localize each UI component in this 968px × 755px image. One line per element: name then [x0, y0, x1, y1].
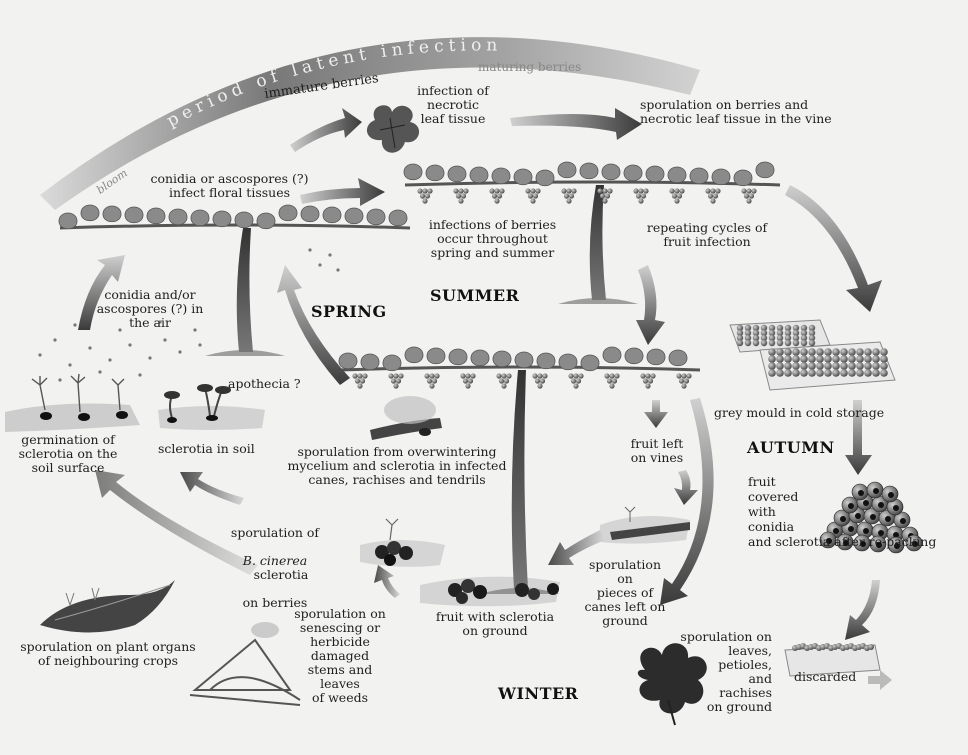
maturing-berries-label: maturing berries [478, 60, 581, 74]
sporulation-berries-vine-label: sporulation on berries and necrotic leaf… [640, 98, 832, 126]
bcinerea-prefix: sporulation of [231, 525, 319, 540]
discarded-label: discarded [794, 670, 856, 684]
weeds-label: sporulation on senescing or herbicide da… [290, 607, 390, 705]
neighbouring-crop-leaf-icon [40, 580, 175, 633]
berry-infections-label: infections of berries occur throughout s… [410, 218, 575, 260]
canes-ground-label: sporulation on pieces of canes left on g… [580, 558, 670, 628]
fruit-covered-label: fruit covered with conidia and sclerotia… [748, 474, 936, 549]
overwintering-label: sporulation from overwintering mycelium … [272, 445, 522, 487]
fruit-sclerotia-ground-label: fruit with sclerotia on ground [425, 610, 565, 638]
cold-storage-boxes-icon [730, 320, 895, 390]
bcinerea-sclerotia: sclerotia [254, 567, 309, 582]
bcinerea-sporulation-label: sporulation of B. cinerea sclerotia on b… [210, 512, 340, 610]
apothecia-label: apothecia ? [228, 377, 301, 391]
neighbouring-crops-label: sporulation on plant organs of neighbour… [8, 640, 208, 668]
fruit-left-label: fruit left on vines [612, 437, 702, 465]
leaves-ground-label: sporulation on leaves, petioles, and rac… [672, 630, 772, 714]
grey-mould-label: grey mould in cold storage [714, 406, 884, 420]
bcinerea-species: B. cinerea [243, 553, 307, 568]
season-winter: WINTER [498, 684, 578, 703]
spring-vine [59, 205, 410, 356]
conidia-air-label: conidia and/or ascospores (?) in the air [85, 288, 215, 330]
infected-cane-icon [370, 396, 442, 440]
repeating-cycles-label: repeating cycles of fruit infection [632, 221, 782, 249]
season-summer: SUMMER [430, 286, 519, 305]
sclerotia-soil-label: sclerotia in soil [158, 442, 255, 456]
germination-label: germination of sclerotia on the soil sur… [8, 433, 128, 475]
floral-infection-label: conidia or ascospores (?) infect floral … [142, 172, 317, 200]
season-autumn: AUTUMN [747, 438, 835, 457]
necrotic-leaf-label: infection of necrotic leaf tissue [398, 84, 508, 126]
season-spring: SPRING [311, 302, 387, 321]
